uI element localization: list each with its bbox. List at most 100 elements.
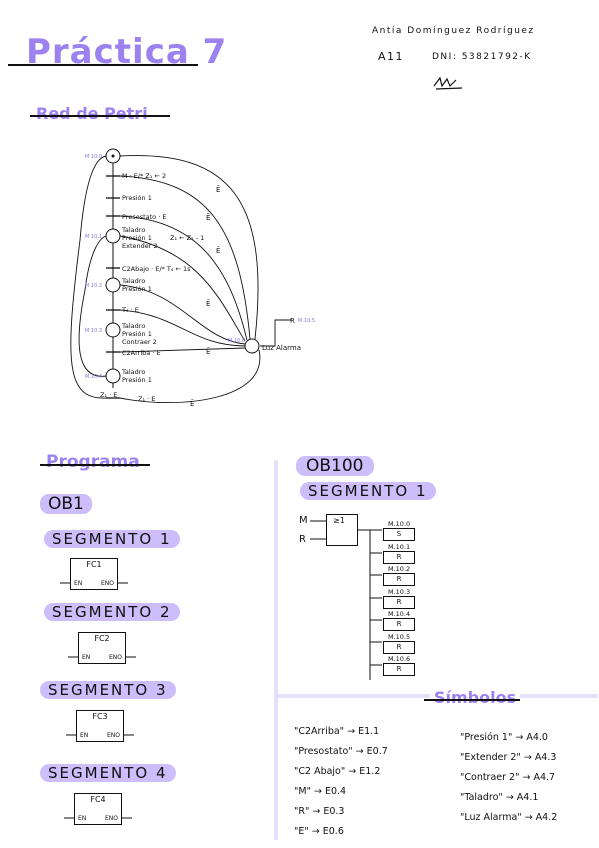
ob1-title: OB1 [40,494,92,514]
symbol-name: "Contraer 2" [460,772,523,783]
arrow-icon: → [522,772,534,783]
symbol-address: A4.0 [526,732,548,743]
svg-text:M.10.2: M.10.2 [85,283,102,289]
svg-text:M.10.1: M.10.1 [85,234,102,240]
fc-en: EN [82,654,91,661]
coil-address: M.10.4 [388,610,411,618]
t-label-9: Presión 1 [122,285,152,293]
symbol-name: "Extender 2" [460,752,524,763]
ob1-segment-1: SEGMENTO 1 [44,530,180,548]
symbol-row: "Taladro" → A4.1 [460,792,538,803]
t-label-11: Taladro [121,322,145,330]
fc-name: FC2 [94,634,110,643]
symbol-address: E0.3 [323,806,345,817]
symbol-address: E0.7 [366,746,388,757]
symbol-name: "E" [294,826,312,837]
coil-address: M.10.6 [388,655,411,663]
symbol-name: "Luz Alarma" [460,812,525,823]
coil-box: R [383,550,415,564]
coil-box: R [383,640,415,654]
coil-address: M.10.2 [388,565,411,573]
t-label-4: Presión 1 [122,234,152,242]
symbol-row: "M" → E0.4 [294,786,346,797]
title-strike [8,64,198,66]
input-r: R [299,534,306,545]
fc-en: EN [74,580,83,587]
t-label-13: Contraer 2 [122,338,157,346]
t-label-16: Presión 1 [122,376,152,384]
arrow-icon: → [311,826,323,837]
column-divider [274,460,278,840]
coil-box: R [383,573,415,586]
symbol-row: "Extender 2" → A4.3 [460,752,556,763]
symbol-row: "E" → E0.6 [294,826,344,837]
svg-text:M.10.4: M.10.4 [85,374,102,380]
symbol-row: "Contraer 2" → A4.7 [460,772,555,783]
ob1-segment-4: SEGMENTO 4 [40,764,176,782]
symbol-address: E0.6 [322,826,344,837]
arrow-icon: → [524,812,536,823]
coil-address: M.10.1 [388,542,411,551]
arrow-icon: → [348,766,360,777]
symbol-address: A4.7 [533,772,556,783]
t-label-15: Taladro [121,368,145,376]
place-m103 [105,322,121,338]
arrow-icon: → [523,752,535,763]
symbols-strike [424,699,520,701]
fc-en: EN [80,732,89,739]
alarm-label: Luz Alarma [262,344,301,352]
symbol-row: "Presostato" → E0.7 [294,746,388,757]
ob1-segment-3: SEGMENTO 3 [40,681,176,699]
t-label-17: Z₁ · E [100,391,117,399]
fc-name: FC4 [90,795,106,804]
symbols-title: Símbolos [430,688,521,707]
fc-block-2: FC2 EN ENO [78,632,126,664]
signature-icon [433,76,463,90]
fc-en: EN [78,815,87,822]
ob1-segment-2: SEGMENTO 2 [44,603,180,621]
group-id: A11 [378,50,405,63]
symbol-row: "C2 Abajo" → E1.2 [294,766,380,777]
t-label-14: C2Arriba · E [122,349,161,357]
symbol-address: E1.2 [359,766,381,777]
symbol-address: A4.2 [535,812,558,823]
arrow-icon: → [312,806,324,817]
symbol-address: E1.1 [358,726,380,737]
t-label-18: Z₁ · E [138,395,155,403]
t-label-10: T₄ · E [121,306,139,314]
symbol-row: "R" → E0.3 [294,806,344,817]
author-name: Antía Domínguez Rodríguez [372,26,535,36]
svg-text:Ē: Ē [216,185,220,194]
programa-strike [40,464,150,466]
t-label-7: C2Abajo · E/* T₄ ← 1s [122,265,191,273]
symbol-name: "M" [294,786,314,797]
petri-net-diagram: M.10.0 M.10.1 M.10.2 M.10.3 M.10.4 M.10.… [70,148,315,408]
petri-title: Red de Petri [36,104,148,123]
svg-text:Ē: Ē [216,246,220,255]
ob100-segment: SEGMENTO 1 [300,482,436,500]
fc-name: FC3 [92,712,108,721]
svg-text:M.10.6: M.10.6 [228,338,245,344]
symbol-row: "Luz Alarma" → A4.2 [460,812,557,823]
symbol-address: A4.1 [516,792,539,803]
fc-block-4: FC4 EN ENO [74,793,122,825]
fc-name: FC1 [86,560,102,569]
coil-address: M.10.0 [388,520,411,528]
coil-box: S [383,528,415,541]
t-label-1: Presión 1 [122,194,152,202]
r-label: R [290,317,295,325]
arrow-icon: → [347,726,359,737]
svg-text:Ē: Ē [190,399,194,408]
svg-text:Ē: Ē [206,213,210,222]
fc-eno: ENO [108,654,122,661]
fc-eno: ENO [106,732,120,739]
t-label-12: Presión 1 [122,330,152,338]
symbol-name: "Presión 1" [460,732,516,743]
fc-eno: ENO [104,815,118,822]
coil-address: M.10.3 [388,587,411,596]
fc-eno: ENO [100,580,114,587]
arrow-icon: → [505,792,517,803]
symbol-row: "C2Arriba" → E1.1 [294,726,379,737]
petri-strike [30,115,170,117]
